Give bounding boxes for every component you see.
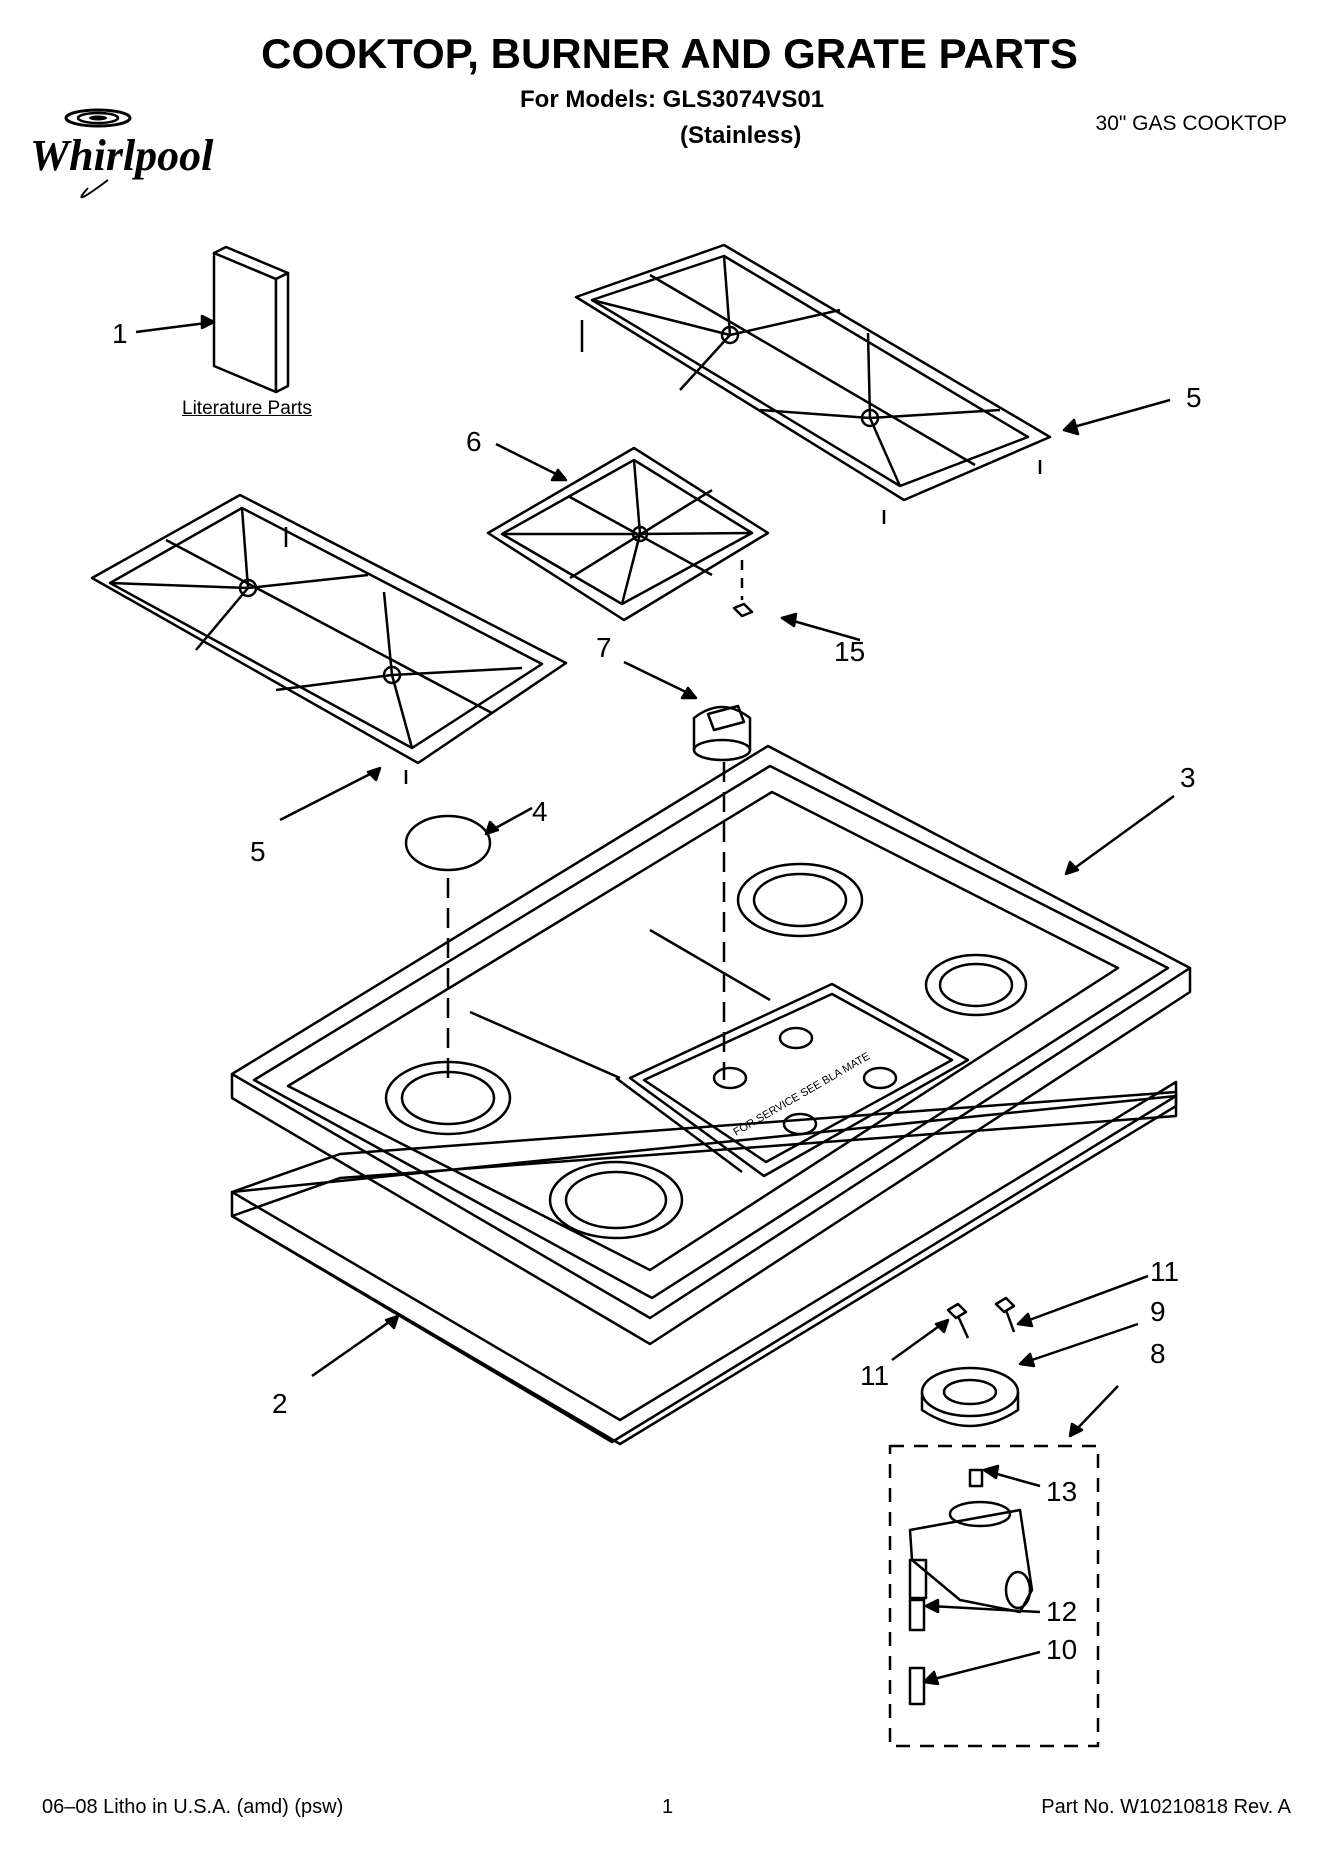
orifice-spud — [968, 1468, 984, 1488]
burner-valve — [908, 1500, 1034, 1614]
finish-label: (Stainless) — [680, 122, 802, 149]
callout-11-left: 11 — [860, 1360, 890, 1391]
burner-base — [920, 1366, 1020, 1428]
brand-wordmark: Whirlpool — [30, 131, 214, 180]
callout-7: 7 — [596, 632, 612, 663]
callout-11-right: 11 — [1150, 1256, 1180, 1287]
grate-clip — [732, 602, 754, 618]
callout-1: 1 — [112, 318, 128, 349]
grate-right — [574, 243, 1052, 524]
footer-litho: 06–08 Litho in U.S.A. (amd) (psw) — [42, 1796, 344, 1818]
callout-12: 12 — [1046, 1596, 1078, 1627]
whirlpool-logo — [64, 108, 132, 199]
literature-booklet — [212, 245, 290, 394]
callout-15: 15 — [834, 636, 866, 667]
burner-cap — [404, 814, 492, 872]
leader-arrows — [135, 314, 1175, 1686]
grate-left — [90, 493, 568, 784]
part-number: Part No. W10210818 Rev. A — [1041, 1796, 1291, 1818]
callout-6: 6 — [466, 426, 482, 457]
valve-assembly-box — [888, 1444, 1100, 1748]
callout-10: 10 — [1046, 1634, 1078, 1665]
callout-2: 2 — [272, 1388, 288, 1419]
cooktop-gasket — [230, 1080, 1178, 1446]
callout-9: 9 — [1150, 1296, 1166, 1327]
screw-left — [946, 1302, 970, 1339]
callout-13: 13 — [1046, 1476, 1078, 1507]
cooktop-type: 30" GAS COOKTOP — [1095, 112, 1287, 135]
callout-5-right: 5 — [1186, 382, 1202, 413]
callout-4: 4 — [532, 796, 548, 827]
control-knob — [692, 704, 752, 762]
screw-right — [994, 1296, 1016, 1333]
callout-3: 3 — [1180, 762, 1196, 793]
callout-5-left: 5 — [250, 836, 266, 867]
valve-screw — [908, 1666, 926, 1706]
page-number: 1 — [662, 1796, 674, 1818]
callout-8: 8 — [1150, 1338, 1166, 1369]
models-line: For Models: GLS3074VS01 — [520, 86, 825, 113]
grate-center — [486, 446, 770, 622]
literature-parts-label: Literature Parts — [182, 398, 312, 419]
valve-bracket — [908, 1598, 926, 1632]
page-title: COOKTOP, BURNER AND GRATE PARTS — [261, 30, 1078, 77]
cooktop-frame — [230, 744, 1192, 1346]
